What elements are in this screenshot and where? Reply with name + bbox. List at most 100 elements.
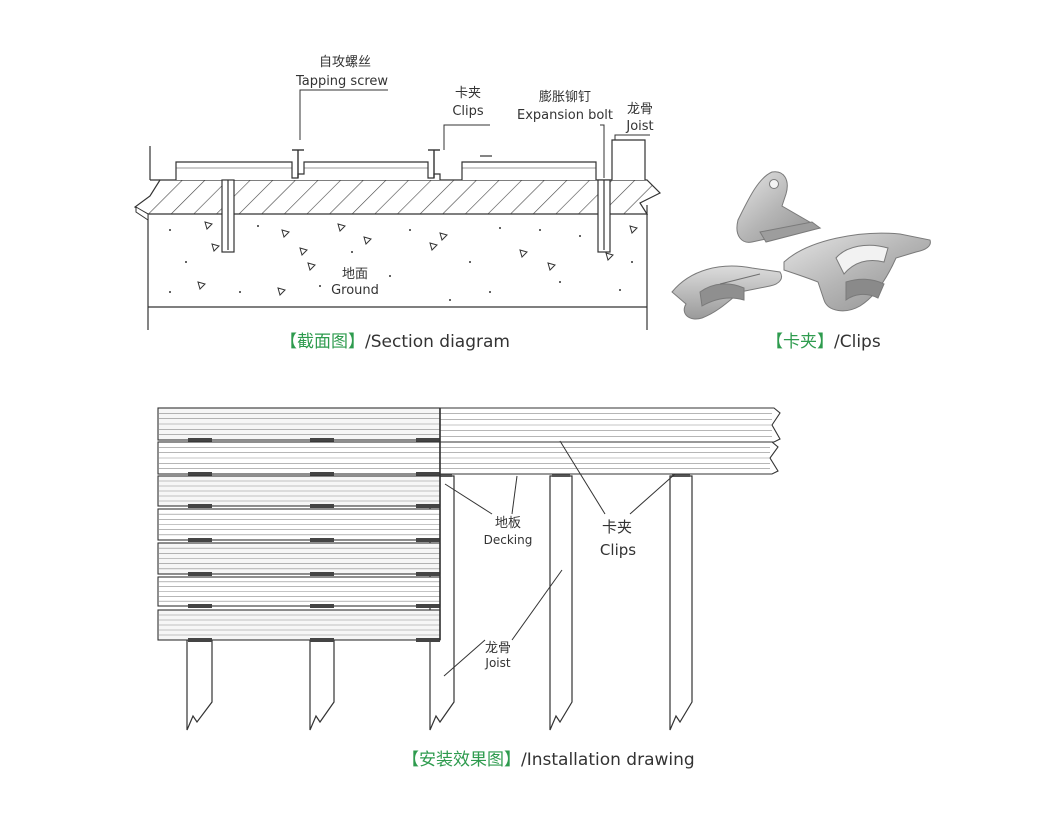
aggregate-stone — [363, 236, 372, 245]
aggregate-stone — [281, 229, 290, 238]
clip-row-icon — [188, 572, 212, 576]
aggregate-dot — [239, 291, 241, 293]
aggregate-dot — [185, 261, 187, 263]
clip-row-icon — [310, 538, 334, 542]
clip-row-icon — [310, 604, 334, 608]
aggregate-stone — [211, 243, 220, 252]
clips-photo — [671, 171, 931, 320]
clip-row-icon — [416, 438, 440, 442]
joist-layer — [133, 179, 662, 221]
ground-aggregate — [169, 221, 638, 301]
expansion-bolt-en-label: Expansion bolt — [517, 108, 613, 123]
clips-en-label: Clips — [452, 104, 484, 119]
expansion-bolt-cn-label: 膨胀铆钉 — [539, 90, 591, 105]
install-caption-en: /Installation drawing — [521, 750, 695, 770]
install-caption-cn: 【安装效果图】 — [402, 750, 521, 770]
clip-row-icon — [416, 604, 440, 608]
anchor-left-icon — [221, 179, 235, 253]
aggregate-stone — [204, 221, 213, 230]
section-diagram: 自攻螺丝 Tapping screw 卡夹 Clips 膨胀铆钉 Expansi… — [133, 55, 662, 330]
aggregate-dot — [389, 275, 391, 277]
joist-install-en-label: Joist — [484, 656, 510, 670]
install-leaders — [443, 440, 676, 677]
decking-top-boards — [439, 407, 781, 640]
clip-row-icon — [416, 472, 440, 476]
clip-left-icon — [671, 265, 783, 320]
section-caption-cn: 【截面图】 — [280, 332, 365, 352]
aggregate-dot — [539, 229, 541, 231]
aggregate-dot — [631, 261, 633, 263]
clip-row-icon — [416, 538, 440, 542]
aggregate-stone — [629, 225, 638, 234]
aggregate-stone — [337, 223, 346, 232]
aggregate-dot — [499, 227, 501, 229]
aggregate-dot — [449, 299, 451, 301]
clips-cn-label: 卡夹 — [455, 86, 481, 101]
clip-right-icon — [783, 232, 931, 312]
clips-caption-cn: 【卡夹】 — [766, 332, 834, 352]
section-caption-en: /Section diagram — [365, 332, 510, 352]
aggregate-dot — [169, 291, 171, 293]
ground-layer — [147, 205, 648, 330]
aggregate-dot — [319, 285, 321, 287]
section-leaders — [299, 89, 650, 178]
joist-post — [186, 639, 213, 731]
section-caption: 【截面图】/Section diagram — [280, 327, 510, 352]
clip-row-icon — [416, 572, 440, 576]
joist-install-cn-label: 龙骨 — [485, 641, 511, 656]
clips-caption: 【卡夹】/Clips — [766, 327, 881, 352]
aggregate-stone — [429, 242, 438, 251]
ground-cn-label: 地面 — [342, 267, 368, 282]
aggregate-stone — [299, 247, 308, 256]
decking-en-label: Decking — [484, 533, 533, 547]
aggregate-dot — [351, 251, 353, 253]
joist-post — [309, 639, 335, 731]
clips-caption-en: /Clips — [834, 332, 881, 352]
clip-row-icon — [310, 472, 334, 476]
decking-boards-section — [149, 139, 646, 181]
joist-cn-label: 龙骨 — [627, 102, 653, 117]
aggregate-dot — [469, 261, 471, 263]
expansion-bolt-icon — [597, 179, 611, 253]
tapping-screw-icon — [292, 149, 304, 178]
clip-row-icon — [188, 638, 212, 642]
aggregate-stone — [519, 249, 528, 258]
joist-en-label: Joist — [625, 119, 653, 134]
aggregate-stone — [547, 262, 556, 271]
decking-boards — [157, 407, 441, 642]
aggregate-dot — [257, 225, 259, 227]
clip-row-icon — [188, 504, 212, 508]
clip-row-icon — [310, 572, 334, 576]
aggregate-stone — [277, 287, 286, 296]
aggregate-dot — [579, 235, 581, 237]
aggregate-stone — [439, 232, 448, 241]
aggregate-dot — [559, 281, 561, 283]
clip-row-icon — [188, 538, 212, 542]
ground-en-label: Ground — [331, 283, 379, 298]
aggregate-stone — [307, 262, 316, 271]
aggregate-dot — [619, 289, 621, 291]
aggregate-stone — [197, 281, 206, 290]
aggregate-dot — [489, 291, 491, 293]
clip-row-icon — [310, 504, 334, 508]
clip-row-icon — [416, 638, 440, 642]
aggregate-dot — [169, 229, 171, 231]
install-caption: 【安装效果图】/Installation drawing — [402, 745, 695, 770]
joists — [186, 472, 693, 731]
aggregate-stone — [605, 252, 614, 261]
clip-section-icon — [428, 149, 440, 178]
aggregate-dot — [409, 229, 411, 231]
joist-post — [669, 475, 693, 731]
clip-row-icon — [188, 604, 212, 608]
tapping-screw-en-label: Tapping screw — [295, 74, 388, 89]
clip-row-icon — [310, 638, 334, 642]
installation-drawing: 地板 Decking 卡夹 Clips 龙骨 Joist — [157, 407, 781, 731]
clip-row-icon — [188, 472, 212, 476]
clips-install-cn-label: 卡夹 — [602, 518, 632, 536]
clip-row-icon — [416, 504, 440, 508]
decking-cn-label: 地板 — [495, 516, 521, 531]
tapping-screw-cn-label: 自攻螺丝 — [319, 55, 371, 70]
clip-row-icon — [310, 438, 334, 442]
clips-install-en-label: Clips — [600, 541, 636, 559]
